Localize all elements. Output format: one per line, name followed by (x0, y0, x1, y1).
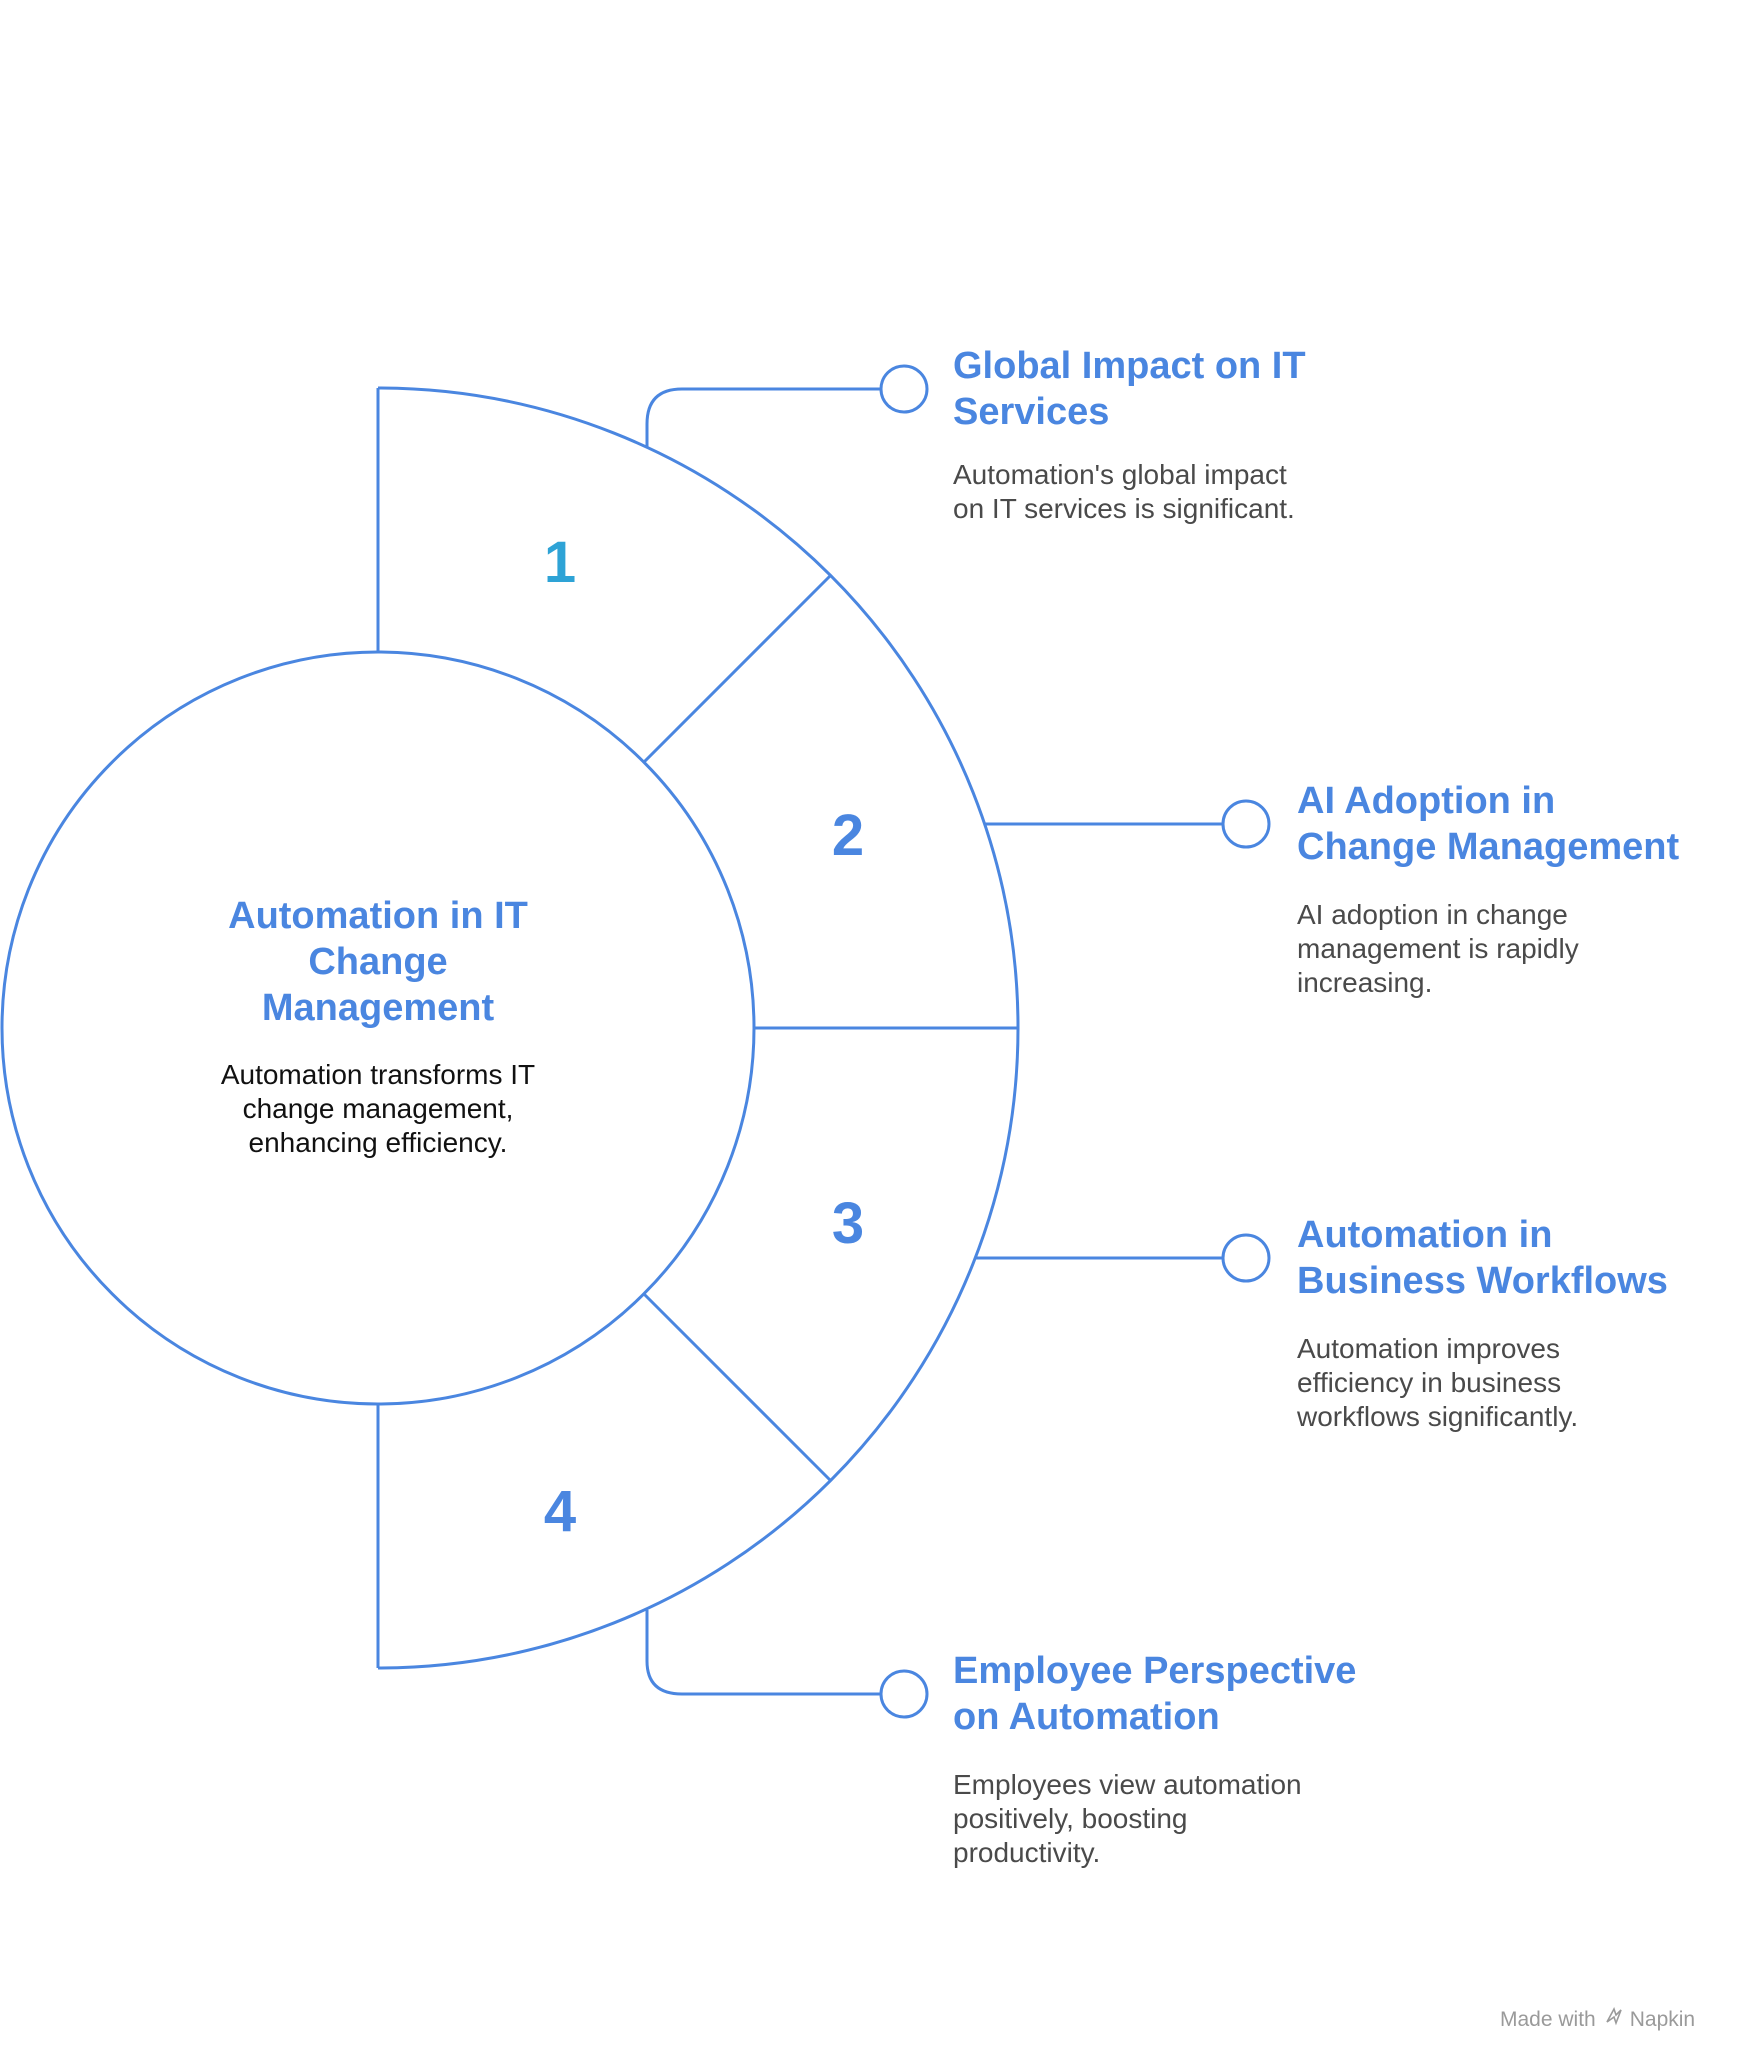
center-description: Automation transforms IT change manageme… (220, 1059, 536, 1158)
segment-2-title: AI Adoption in Change Management (1297, 780, 1680, 868)
napkin-logo-icon (1604, 2006, 1624, 2033)
segment-3-description: Automation improves efficiency in busine… (1297, 1333, 1579, 1432)
connector-2-node (1221, 799, 1271, 849)
segment-2-description: AI adoption in change management is rapi… (1297, 899, 1579, 998)
connector-3-node (1221, 1233, 1271, 1283)
segment-number-2: 2 (832, 803, 864, 868)
watermark-prefix: Made with (1500, 2007, 1596, 2031)
watermark: Made with Napkin (1500, 2006, 1695, 2033)
connector-4 (645, 1610, 881, 1696)
watermark-brand: Napkin (1629, 2007, 1696, 2031)
divider-3-4 (642, 1292, 832, 1482)
segment-4-description: Employees view automation positively, bo… (953, 1769, 1302, 1868)
segment-4-title: Employee Perspective on Automation (953, 1650, 1357, 1738)
segment-number-4: 4 (544, 1479, 576, 1544)
connector-1 (645, 387, 881, 447)
segment-number-3: 3 (832, 1191, 864, 1256)
segment-3-title: Automation in Business Workflows (1297, 1214, 1668, 1302)
center-circle (0, 650, 756, 1406)
connector-4-node (879, 1669, 929, 1719)
segment-1-title: Global Impact on IT Services (953, 345, 1306, 433)
segment-number-1: 1 (544, 530, 576, 595)
divider-1-2 (642, 574, 832, 764)
connector-1-node (879, 364, 929, 414)
center-title: Automation in IT Change Management (228, 895, 528, 1029)
segment-1-description: Automation's global impact on IT service… (953, 459, 1295, 524)
